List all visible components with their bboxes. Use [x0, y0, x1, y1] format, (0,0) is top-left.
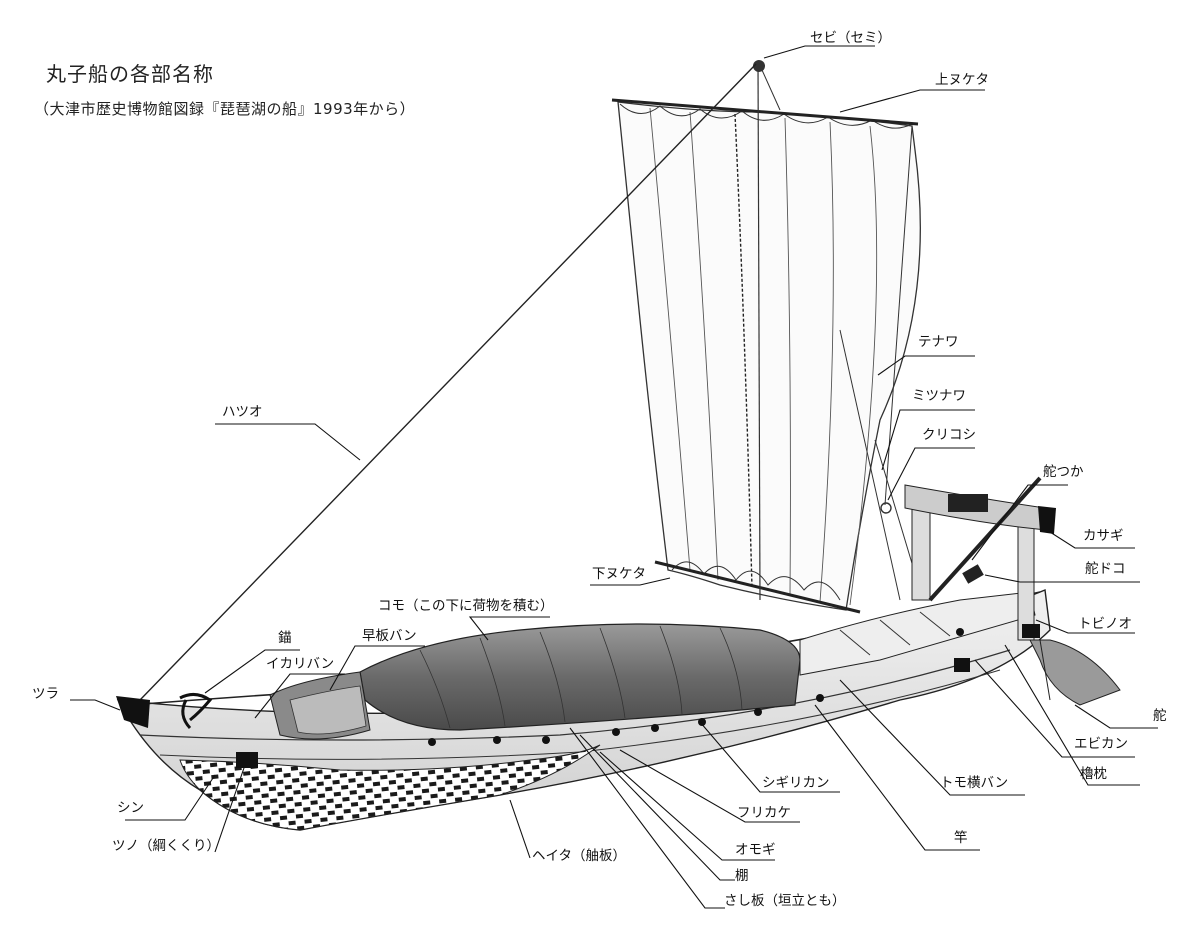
sail [611, 98, 921, 614]
label-ebikan: エビカン [1074, 736, 1128, 752]
label-komo: コモ（この下に荷物を積む） [378, 598, 554, 614]
label-sebi: セビ（セミ） [810, 30, 891, 46]
label-shin: シン [117, 800, 144, 816]
leader-shigirikan [699, 721, 840, 793]
leader-ikari [204, 649, 300, 694]
leader-tsuno [214, 764, 246, 853]
leader-ebikan [974, 659, 1135, 758]
leader-kasagi [1049, 531, 1135, 549]
label-sao: 竿 [954, 830, 968, 846]
leader-romakura [1004, 644, 1140, 786]
leader-sebi [763, 45, 875, 59]
label-sashiita: さし板（垣立とも） [724, 893, 846, 909]
label-furikake: フリカケ [737, 805, 791, 821]
leader-heita [509, 799, 531, 859]
label-hayaitaban: 早板バン [362, 628, 417, 644]
leader-hatsuo [215, 423, 361, 461]
leader-lines [70, 45, 1158, 909]
leader-tsura [70, 699, 121, 711]
leader-furikake [619, 749, 800, 823]
diagram-subtitle: （大津市歴史博物館図録『琵琶湖の船』1993年から） [34, 100, 416, 118]
label-ikariban: イカリバン [266, 656, 335, 672]
label-omogi: オモギ [735, 842, 776, 858]
leader-mitsunawa [881, 409, 975, 471]
leader-ikariban [254, 673, 345, 719]
label-tomoyokoban: トモ横バン [940, 775, 1009, 791]
label-heita: ヘイタ（舳板） [532, 848, 626, 864]
leader-omogi [599, 751, 775, 861]
leader-tomoyokoban [839, 679, 1025, 796]
label-mitsunawa: ミツナワ [912, 388, 966, 404]
label-tobinoo: トビノオ [1078, 616, 1132, 632]
leader-tana [579, 734, 735, 881]
leader-sao [814, 704, 980, 851]
label-shimo-nuketa: 下ヌケタ [592, 566, 646, 582]
leader-kaji [1074, 704, 1158, 729]
label-tenawa: テナワ [918, 334, 959, 350]
label-shigirikan: シギリカン [762, 775, 830, 791]
leader-dazuka [971, 484, 1068, 561]
leader-komo [468, 616, 550, 641]
leader-tenawa [877, 355, 975, 376]
leader-shin [125, 774, 216, 821]
deck-cargo [179, 591, 1036, 746]
leader-shimo-nuketa [590, 577, 671, 586]
leader-sashiita [569, 727, 725, 909]
label-hatsuo: ハツオ [222, 404, 263, 420]
label-tsura: ツラ [32, 686, 59, 702]
rigging [139, 60, 921, 701]
label-romakura: 櫓枕 [1080, 766, 1107, 782]
stern [904, 476, 1121, 706]
label-tana: 棚 [735, 868, 749, 884]
label-kami-nuketa: 上ヌケタ [935, 72, 989, 88]
label-tsuno: ツノ（綱くくり） [112, 838, 220, 854]
leader-tobinoo [1035, 619, 1135, 634]
diagram-title: 丸子船の各部名称 [46, 62, 214, 86]
label-dadoko: 舵ドコ [1085, 561, 1126, 577]
label-kaji: 舵 [1153, 708, 1167, 724]
leader-kurikoshi [887, 447, 975, 501]
label-dazuka: 舵つか [1043, 464, 1084, 480]
leader-dadoko [984, 574, 1140, 583]
label-kurikoshi: クリコシ [922, 427, 976, 443]
label-ikari: 錨 [278, 630, 292, 646]
leader-hayaitaban [329, 645, 425, 691]
label-kasagi: カサギ [1083, 528, 1124, 544]
leader-kami-nuketa [839, 89, 985, 113]
